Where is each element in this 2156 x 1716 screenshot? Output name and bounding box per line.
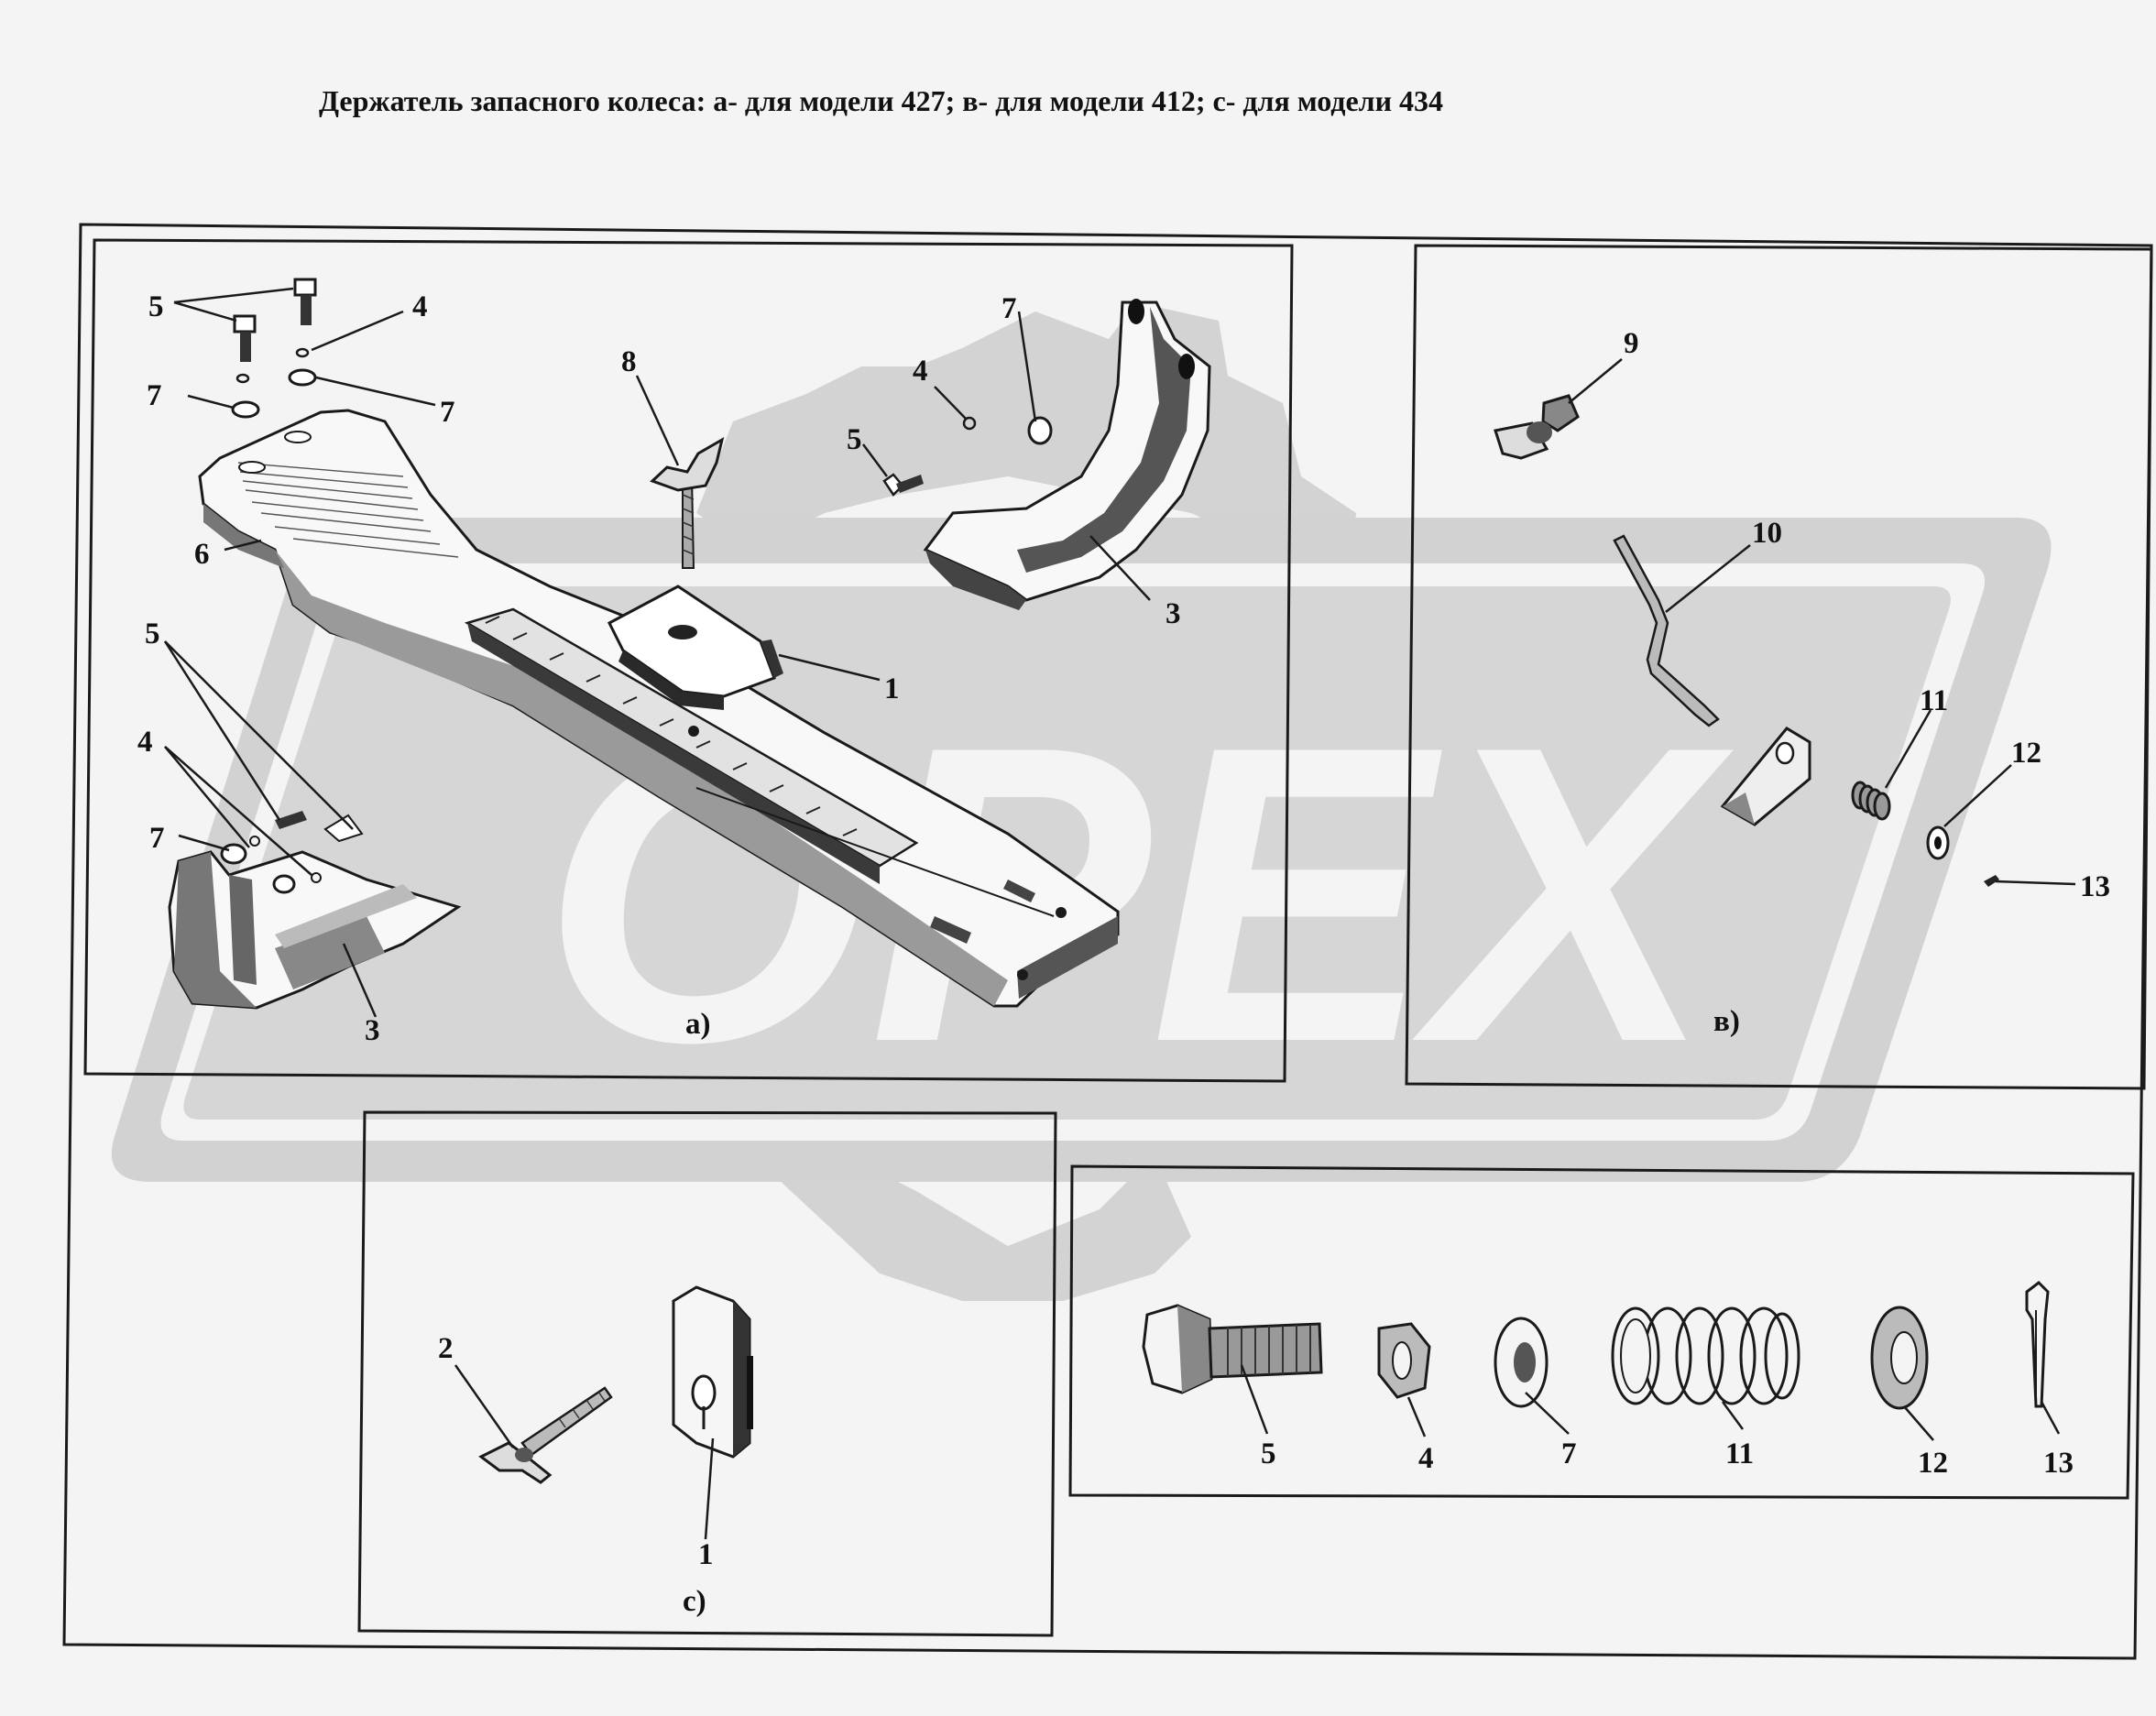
callout: 1 [884, 672, 900, 705]
leader-lines-parts [1240, 1364, 2061, 1441]
panel-parts [1068, 1164, 2135, 1500]
leader-lines-a [163, 287, 1151, 1018]
washer-12 [1926, 825, 1950, 860]
cotter-pin-13-large [2025, 1281, 2050, 1408]
hardware-top-left [231, 278, 317, 419]
page-title: Держатель запасного колеса: а- для модел… [319, 84, 1444, 117]
callout: 5 [847, 423, 862, 456]
callout: 4 [412, 290, 428, 323]
panel-a: а) [83, 238, 1294, 1083]
outer-frame [62, 223, 2153, 1660]
washer-7 [1494, 1317, 1549, 1408]
callout: 5 [148, 290, 164, 323]
hardware-top-middle [882, 416, 1053, 497]
callout: 4 [1418, 1442, 1434, 1475]
wing-bolt-2 [478, 1386, 613, 1484]
panel-b-label: в) [1713, 1005, 1740, 1038]
callout: 12 [1918, 1447, 1948, 1480]
callouts-c: 2 1 [438, 1332, 714, 1571]
panel-c: с) [357, 1110, 1057, 1637]
hinge-bracket [1720, 727, 1811, 826]
crank-handle-10 [1613, 534, 1720, 727]
callout: 7 [147, 379, 162, 412]
callout: 5 [145, 618, 160, 650]
callout: 7 [149, 822, 165, 855]
callout: 9 [1624, 327, 1639, 360]
clamp-plate [607, 585, 783, 710]
callout: 11 [1920, 684, 1948, 717]
callout: 10 [1752, 517, 1782, 550]
leader-lines-b [1568, 358, 2076, 886]
leader-lines-c [454, 1364, 715, 1540]
callout: 3 [365, 1014, 380, 1047]
callouts-b: 9 10 11 12 13 [1624, 327, 2110, 903]
callout: 4 [137, 726, 153, 759]
main-bracket-drawing [198, 409, 1120, 1008]
callout: 2 [438, 1332, 454, 1365]
callout: 5 [1261, 1437, 1276, 1470]
callout: 1 [698, 1538, 714, 1571]
callout: 13 [2080, 870, 2110, 903]
callouts-parts: 5 4 7 11 12 13 [1261, 1437, 2074, 1480]
wing-bolt-8 [650, 436, 725, 569]
callout: 7 [440, 396, 455, 429]
callout: 13 [2043, 1447, 2074, 1480]
wing-nut-9 [1494, 394, 1580, 460]
spring-11-large [1611, 1306, 1800, 1405]
washer-12-large [1870, 1306, 1929, 1410]
callout: 11 [1725, 1437, 1754, 1470]
callout: 8 [621, 345, 637, 378]
callout: 6 [194, 538, 210, 571]
panel-a-label: а) [685, 1008, 711, 1041]
callout: 3 [1166, 597, 1181, 630]
cotter-pin-13 [1984, 875, 1999, 887]
callout: 4 [913, 355, 928, 388]
callout: 7 [1001, 292, 1017, 325]
callout: 7 [1561, 1437, 1577, 1470]
panel-c-label: с) [683, 1585, 706, 1618]
left-mounting-bracket [168, 811, 462, 1010]
callout: 12 [2011, 737, 2041, 770]
callouts-a: 5 4 7 7 8 7 4 5 6 3 1 5 4 7 3 [137, 290, 1181, 1047]
spring-washer-4 [1377, 1322, 1431, 1399]
bolt-5 [1142, 1304, 1323, 1394]
panel-b: в) [1405, 244, 2153, 1090]
clamp-plate-c [672, 1285, 753, 1459]
right-mounting-bracket [923, 299, 1211, 610]
spring-11 [1851, 781, 1891, 821]
